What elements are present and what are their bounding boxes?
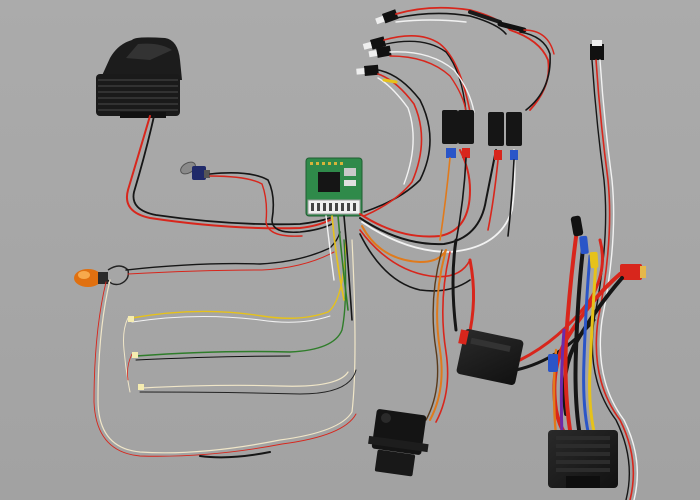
potentiometer-knob: [180, 161, 210, 180]
servo-lead-wires: [363, 6, 555, 217]
brushed-esc-small: [456, 329, 524, 385]
led-lead-wires: [93, 239, 357, 459]
orange-beacon-light: [74, 265, 130, 287]
splitter-leads: [439, 157, 515, 243]
single-servo-plug-right: [590, 40, 604, 60]
motor-phase-leads: [552, 220, 598, 442]
deans-t-plug: [620, 264, 646, 280]
servo-connectors-top: [356, 9, 399, 76]
sound-speaker-unit: [96, 37, 182, 118]
micro-servo-motor: [368, 409, 429, 477]
bullet-connectors: [548, 215, 599, 372]
micro-servo-leads: [425, 249, 451, 423]
light-controller-board: [305, 157, 363, 217]
brushless-esc-large: [548, 430, 618, 488]
speaker-leads: [126, 115, 331, 230]
led-bulbs: [128, 316, 144, 390]
receiver-splitter-modules: [442, 110, 522, 160]
potentiometer-leads: [209, 172, 333, 237]
